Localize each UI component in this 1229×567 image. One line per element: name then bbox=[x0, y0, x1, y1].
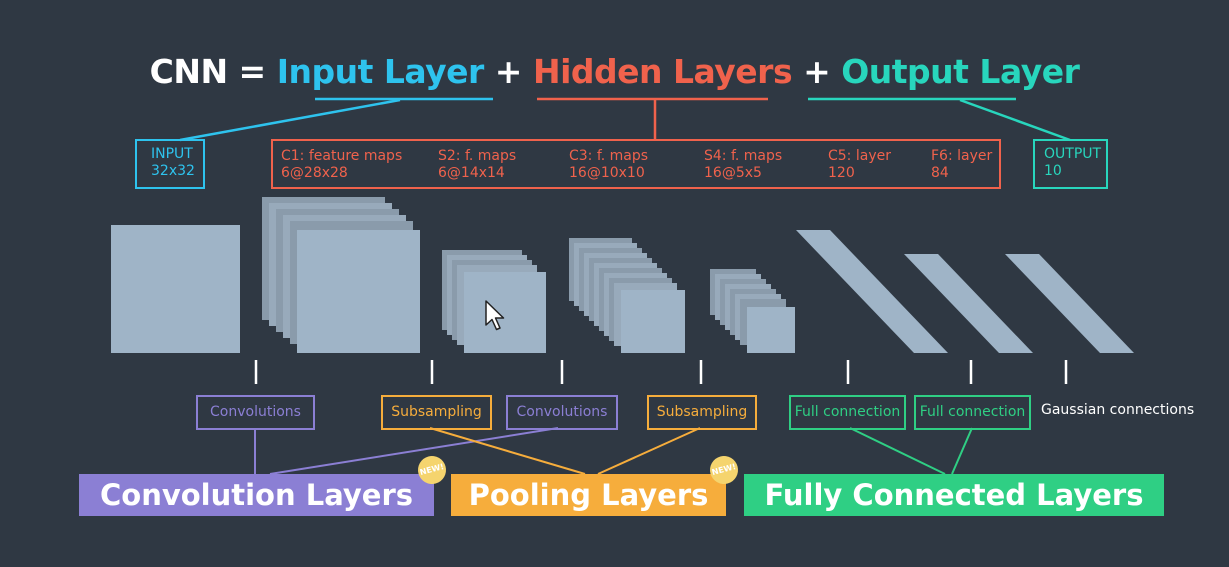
hidden-col-s2: S2: f. maps 6@14x14 bbox=[438, 148, 516, 182]
s2-size: 6@14x14 bbox=[438, 165, 505, 181]
title-plus-2: + bbox=[792, 52, 842, 91]
s4-label: S4: f. maps bbox=[704, 148, 783, 164]
output-size: 10 bbox=[1044, 163, 1062, 179]
convolutions-label-1: Convolutions bbox=[196, 395, 315, 430]
hidden-col-c3: C3: f. maps 16@10x10 bbox=[569, 148, 648, 182]
pooling-layers-band: Pooling Layers bbox=[451, 474, 726, 516]
hidden-col-f6: F6: layer 84 bbox=[931, 148, 992, 182]
subsampling-label-1: Subsampling bbox=[381, 395, 492, 430]
c5-label: C5: layer bbox=[828, 148, 891, 164]
input-size: 32x32 bbox=[151, 163, 195, 179]
c3-size: 16@10x10 bbox=[569, 165, 645, 181]
mouse-cursor-icon bbox=[485, 300, 505, 331]
input-label: INPUT bbox=[151, 146, 193, 162]
hidden-col-s4: S4: f. maps 16@5x5 bbox=[704, 148, 782, 182]
f6-label: F6: layer bbox=[931, 148, 993, 164]
c1-label: C1: feature maps bbox=[281, 148, 403, 164]
s4-feature-maps bbox=[710, 269, 795, 353]
s2-feature-maps bbox=[442, 250, 546, 353]
fc1-connector bbox=[849, 427, 946, 475]
hidden-col-c5: C5: layer 120 bbox=[828, 148, 891, 182]
fc2-connector bbox=[951, 427, 973, 475]
c5-size: 120 bbox=[828, 165, 855, 181]
input-image bbox=[111, 225, 240, 353]
page-title: CNN = Input Layer + Hidden Layers + Outp… bbox=[0, 52, 1229, 91]
output-label: OUTPUT bbox=[1044, 146, 1102, 162]
c3-feature-maps bbox=[569, 238, 685, 353]
s2-label: S2: f. maps bbox=[438, 148, 517, 164]
f6-layer-bar bbox=[904, 254, 1033, 353]
c1-size: 6@28x28 bbox=[281, 165, 348, 181]
c5-layer-bar bbox=[796, 230, 948, 353]
conv2-connector bbox=[269, 427, 559, 475]
subsampling-label-2: Subsampling bbox=[647, 395, 757, 430]
gaussian-connections-label: Gaussian connections bbox=[1041, 402, 1195, 418]
output-layer-bar bbox=[1005, 254, 1134, 353]
hidden-col-c1: C1: feature maps 6@28x28 bbox=[281, 148, 402, 182]
sub1-connector bbox=[429, 427, 586, 475]
convolution-layers-band: Convolution Layers bbox=[79, 474, 434, 516]
title-output-layer: Output Layer bbox=[841, 52, 1080, 91]
c1-feature-maps bbox=[262, 197, 420, 353]
output-info-box: OUTPUT 10 bbox=[1033, 139, 1108, 189]
layer-ticks bbox=[254, 360, 1068, 384]
s4-size: 16@5x5 bbox=[704, 165, 762, 181]
title-input-layer: Input Layer bbox=[276, 52, 485, 91]
input-info-box: INPUT 32x32 bbox=[135, 139, 205, 189]
input-connector bbox=[179, 98, 401, 142]
title-hidden-layers: Hidden Layers bbox=[532, 52, 793, 91]
title-prefix: CNN = bbox=[149, 52, 277, 91]
c3-label: C3: f. maps bbox=[569, 148, 649, 164]
title-plus-1: + bbox=[483, 52, 533, 91]
full-connection-label-1: Full connection bbox=[789, 395, 906, 430]
full-connection-label-2: Full connection bbox=[914, 395, 1031, 430]
fully-connected-layers-band: Fully Connected Layers bbox=[744, 474, 1164, 516]
hidden-info-box: C1: feature maps 6@28x28 S2: f. maps 6@1… bbox=[271, 139, 1001, 189]
sub2-connector bbox=[597, 427, 701, 475]
output-connector bbox=[959, 98, 1071, 142]
f6-size: 84 bbox=[931, 165, 949, 181]
convolutions-label-2: Convolutions bbox=[506, 395, 618, 430]
